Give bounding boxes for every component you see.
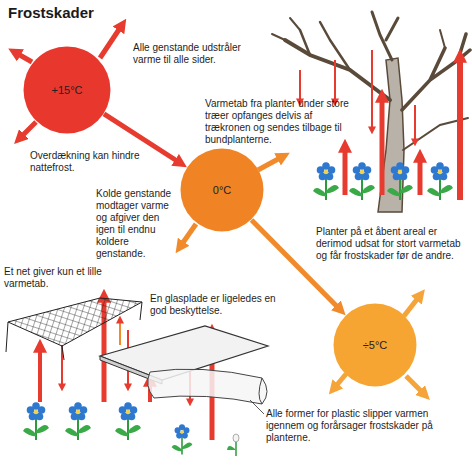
plastic-curl [259,378,262,404]
radiation-arrow [336,374,346,386]
heat-transfer-arrow [104,114,177,161]
temperature-circle: 0°C [180,148,264,232]
annotation-text: Kolde genstande modtager varme og afgive… [96,188,180,260]
reflected-heat-arrow [371,50,373,128]
plastic-sheet [148,369,267,404]
snowdrop [227,434,239,456]
temperature-circle: ÷5°C [333,303,417,387]
flower [313,162,339,200]
reflected-heat-arrow [334,60,336,100]
heat-loss-arrow [418,160,423,195]
tree-branch [372,12,398,60]
annotation-text: Et net giver kun et lille varmetab. [4,266,134,290]
annotation-text: Alle former for plastic slipper varmen i… [266,408,466,444]
circle-fill [24,47,111,134]
flower-leaf [227,446,236,450]
annotation-text: En glasplade er ligeledes en god beskytt… [150,293,285,317]
circle-fill [334,304,417,387]
diagram-title: Frostskader [8,4,94,21]
radiation-arrow [18,54,32,62]
flower-petal [233,434,239,442]
small-heat-arrow [119,322,121,345]
temperature-value: +15°C [51,84,82,96]
reflected-heat-arrow [299,70,301,100]
flower [65,402,91,440]
radiation-arrow [182,224,196,244]
flower [349,162,375,200]
radiation-arrow [258,158,280,170]
temperature-value: 0°C [213,184,231,196]
flower [427,162,453,200]
circle-fill [181,149,264,232]
flower [172,424,193,454]
flower [23,402,49,440]
annotation-text: Alle genstande udstråler varme til alle … [133,42,243,66]
temperature-circle: +15°C [23,46,111,134]
radiation-arrow [406,376,422,392]
flower [115,402,141,440]
reflected-heat-arrow [414,105,416,140]
heat-loss-arrow [380,100,385,195]
temperature-value: ÷5°C [363,339,388,351]
tree-branch [300,22,350,70]
flower [387,162,413,200]
radiation-arrow [22,122,36,136]
leader-line [250,400,264,414]
radiation-arrow [404,298,418,316]
radiation-arrow [100,28,120,58]
annotation-text: Overdækning kan hindre nattefrost. [30,150,140,174]
annotation-text: Planter på et åbent areal er derimod uds… [316,226,466,262]
heat-loss-arrow [457,60,463,200]
heat-loss-arrow [343,150,348,195]
annotation-text: Varmetab fra planter under store træer o… [205,98,355,146]
heat-transfer-arrow [252,220,338,307]
net [8,298,142,346]
heat-loss-arrow [38,350,42,402]
